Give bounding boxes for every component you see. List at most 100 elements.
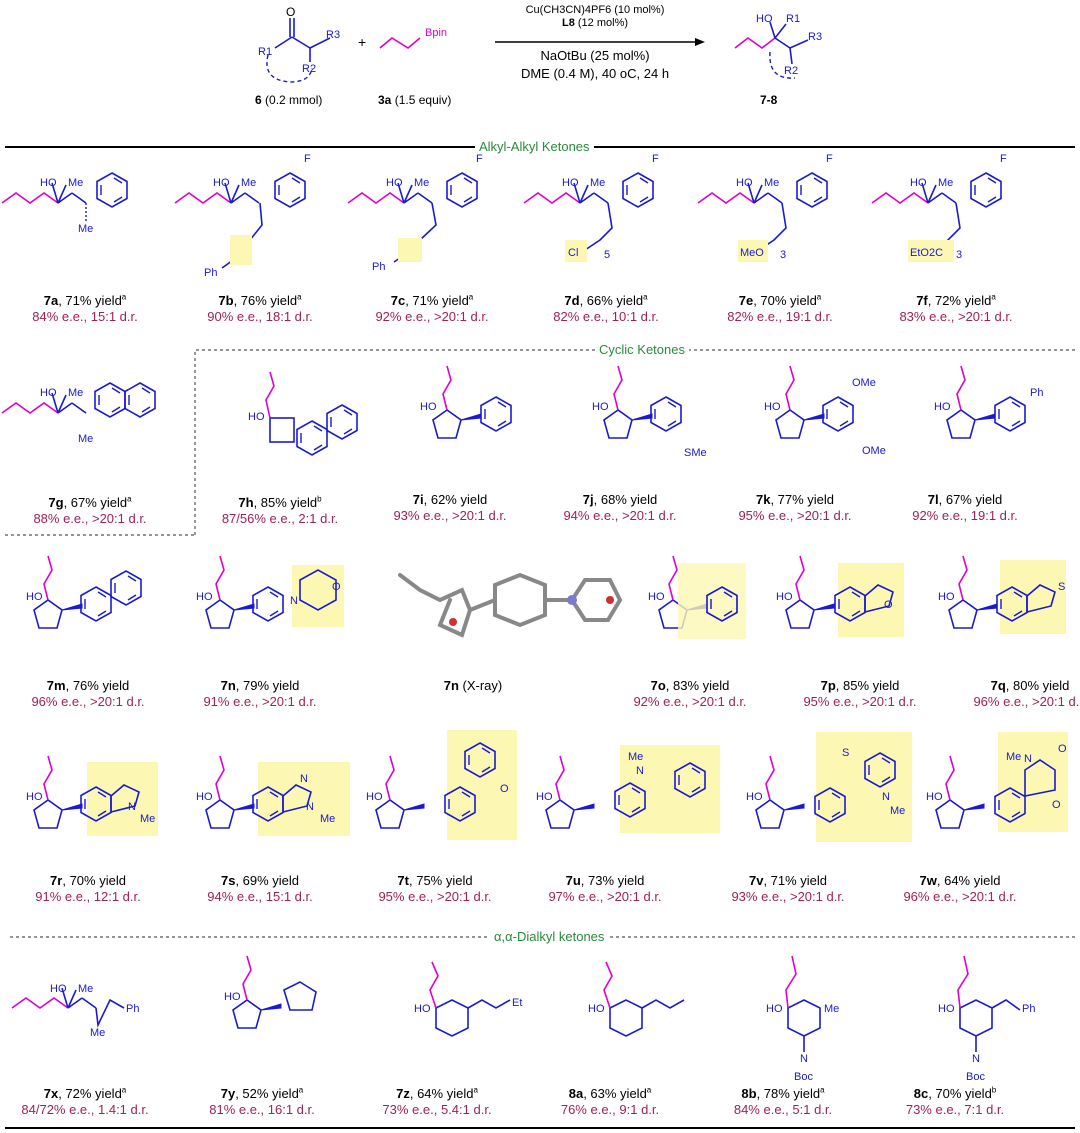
svg-text:F: F — [304, 153, 311, 165]
svg-text:R1: R1 — [258, 46, 272, 58]
compound-yield: , 85% yield — [253, 495, 318, 511]
svg-text:Boc: Boc — [966, 1071, 985, 1083]
compound-selectivity: 84% e.e., 15:1 d.r. — [32, 309, 138, 325]
product-label: 7-8 — [760, 93, 778, 107]
compound-yield: , 67% yield — [938, 492, 1003, 507]
svg-text:F: F — [826, 153, 833, 165]
compound-id: 7a — [43, 293, 59, 309]
compound-id: 7x — [43, 1086, 59, 1102]
compound-selectivity: 83% e.e., >20:1 d.r. — [899, 309, 1013, 325]
compound-selectivity: 73% e.e., 7:1 d.r. — [905, 1102, 1005, 1118]
svg-text:HO: HO — [196, 791, 213, 803]
svg-text:N: N — [290, 595, 298, 607]
svg-text:HO: HO — [926, 791, 943, 803]
compound-selectivity: 84/72% e.e., 1.4:1 d.r. — [21, 1102, 149, 1118]
svg-text:HO: HO — [766, 1003, 783, 1015]
svg-text:HO: HO — [756, 13, 773, 25]
svg-text:Ph: Ph — [204, 267, 217, 279]
compound-yield: , 70% yield — [753, 293, 817, 309]
svg-text:Et: Et — [512, 997, 522, 1009]
compound-selectivity: 93% e.e., >20:1 d.r. — [731, 889, 845, 904]
svg-text:Me: Me — [78, 983, 93, 995]
compound-yield: , 78% yield — [756, 1086, 821, 1102]
svg-text:O: O — [500, 783, 509, 795]
svg-text:Me: Me — [241, 177, 256, 189]
svg-text:Me: Me — [140, 813, 155, 825]
compound-selectivity: 92% e.e., >20:1 d.r. — [375, 309, 489, 325]
compound-yield: , 85% yield — [835, 678, 900, 693]
condition-base: NaOtBu (25 mol%) — [540, 48, 650, 63]
compound-selectivity: 93% e.e., >20:1 d.r. — [393, 508, 507, 523]
svg-text:Me: Me — [78, 223, 93, 235]
compound-selectivity: 95% e.e., >20:1 d.r. — [803, 694, 917, 709]
compound-selectivity: 87/56% e.e., 2:1 d.r. — [221, 511, 339, 527]
compound-id: 8b — [741, 1086, 757, 1102]
compound-selectivity: 97% e.e., >20:1 d.r. — [548, 889, 662, 904]
svg-text:Me: Me — [78, 433, 93, 445]
compound-id: 7j — [582, 492, 594, 507]
compound-yield: , 76% yield — [233, 293, 298, 309]
compound-selectivity: 76% e.e., 9:1 d.r. — [560, 1102, 660, 1118]
svg-text:O: O — [884, 599, 893, 611]
compound-yield: , 75% yield — [408, 873, 473, 888]
compound-selectivity: 92% e.e., >20:1 d.r. — [633, 694, 747, 709]
svg-text:Me: Me — [414, 177, 429, 189]
yield-footnote: b — [991, 1086, 997, 1095]
compound-selectivity: 96% e.e., >20:1 d.r. — [31, 694, 145, 709]
svg-text:Me: Me — [824, 1003, 839, 1015]
svg-text:HO: HO — [224, 991, 241, 1003]
compound-caption: 7n (X-ray) — [388, 678, 558, 694]
svg-text:5: 5 — [604, 249, 610, 261]
compound-id: 7t — [397, 873, 409, 888]
compound-selectivity: 81% e.e., 16:1 d.r. — [209, 1102, 315, 1118]
compound-yield: , 70% yield — [928, 1086, 992, 1102]
svg-text:HO: HO — [40, 177, 57, 189]
svg-text:EtO2C: EtO2C — [910, 247, 943, 259]
svg-text:HO: HO — [648, 591, 665, 603]
svg-text:Bpin: Bpin — [425, 27, 447, 39]
compound-id: 7u — [565, 873, 581, 888]
plus-sign: + — [358, 34, 367, 50]
svg-text:OMe: OMe — [862, 445, 886, 457]
compound-yield: , 63% yield — [583, 1086, 647, 1102]
compound-id: 8a — [568, 1086, 584, 1102]
svg-text:Me: Me — [764, 177, 779, 189]
substrate-label: 6 (0.2 mmol) — [255, 93, 323, 107]
compound-yield: , 69% yield — [235, 873, 300, 888]
svg-text:O: O — [286, 5, 295, 19]
svg-text:HO: HO — [26, 791, 43, 803]
compound-id: 7n — [443, 678, 459, 693]
compound-selectivity: 96% e.e., >20:1 d.r. — [973, 694, 1080, 709]
svg-text:HO: HO — [588, 1003, 605, 1015]
svg-text:Ph: Ph — [126, 1003, 139, 1015]
svg-text:S: S — [1058, 581, 1065, 593]
section-cyclic: Cyclic Ketones — [595, 342, 689, 357]
compound-id: 7s — [220, 873, 236, 888]
svg-text:HO: HO — [736, 177, 753, 189]
svg-text:Me: Me — [938, 177, 953, 189]
svg-text:F: F — [1000, 153, 1007, 165]
compound-id: 8c — [913, 1086, 929, 1102]
compound-yield: (X-ray) — [458, 678, 503, 693]
svg-text:HO: HO — [776, 591, 793, 603]
svg-text:HO: HO — [746, 791, 763, 803]
yield-footnote: a — [820, 1086, 825, 1095]
compound-yield: , 73% yield — [580, 873, 645, 888]
reagent-label: 3a (1.5 equiv) — [378, 93, 452, 107]
compound-selectivity: 90% e.e., 18:1 d.r. — [207, 309, 313, 325]
yield-footnote: a — [121, 1086, 127, 1095]
condition-catalyst: Cu(CH3CN)4PF6 (10 mol%) — [525, 4, 665, 16]
compound-selectivity: 91% e.e., 12:1 d.r. — [35, 889, 141, 904]
svg-text:Cl: Cl — [568, 247, 578, 259]
svg-text:HO: HO — [934, 401, 951, 413]
